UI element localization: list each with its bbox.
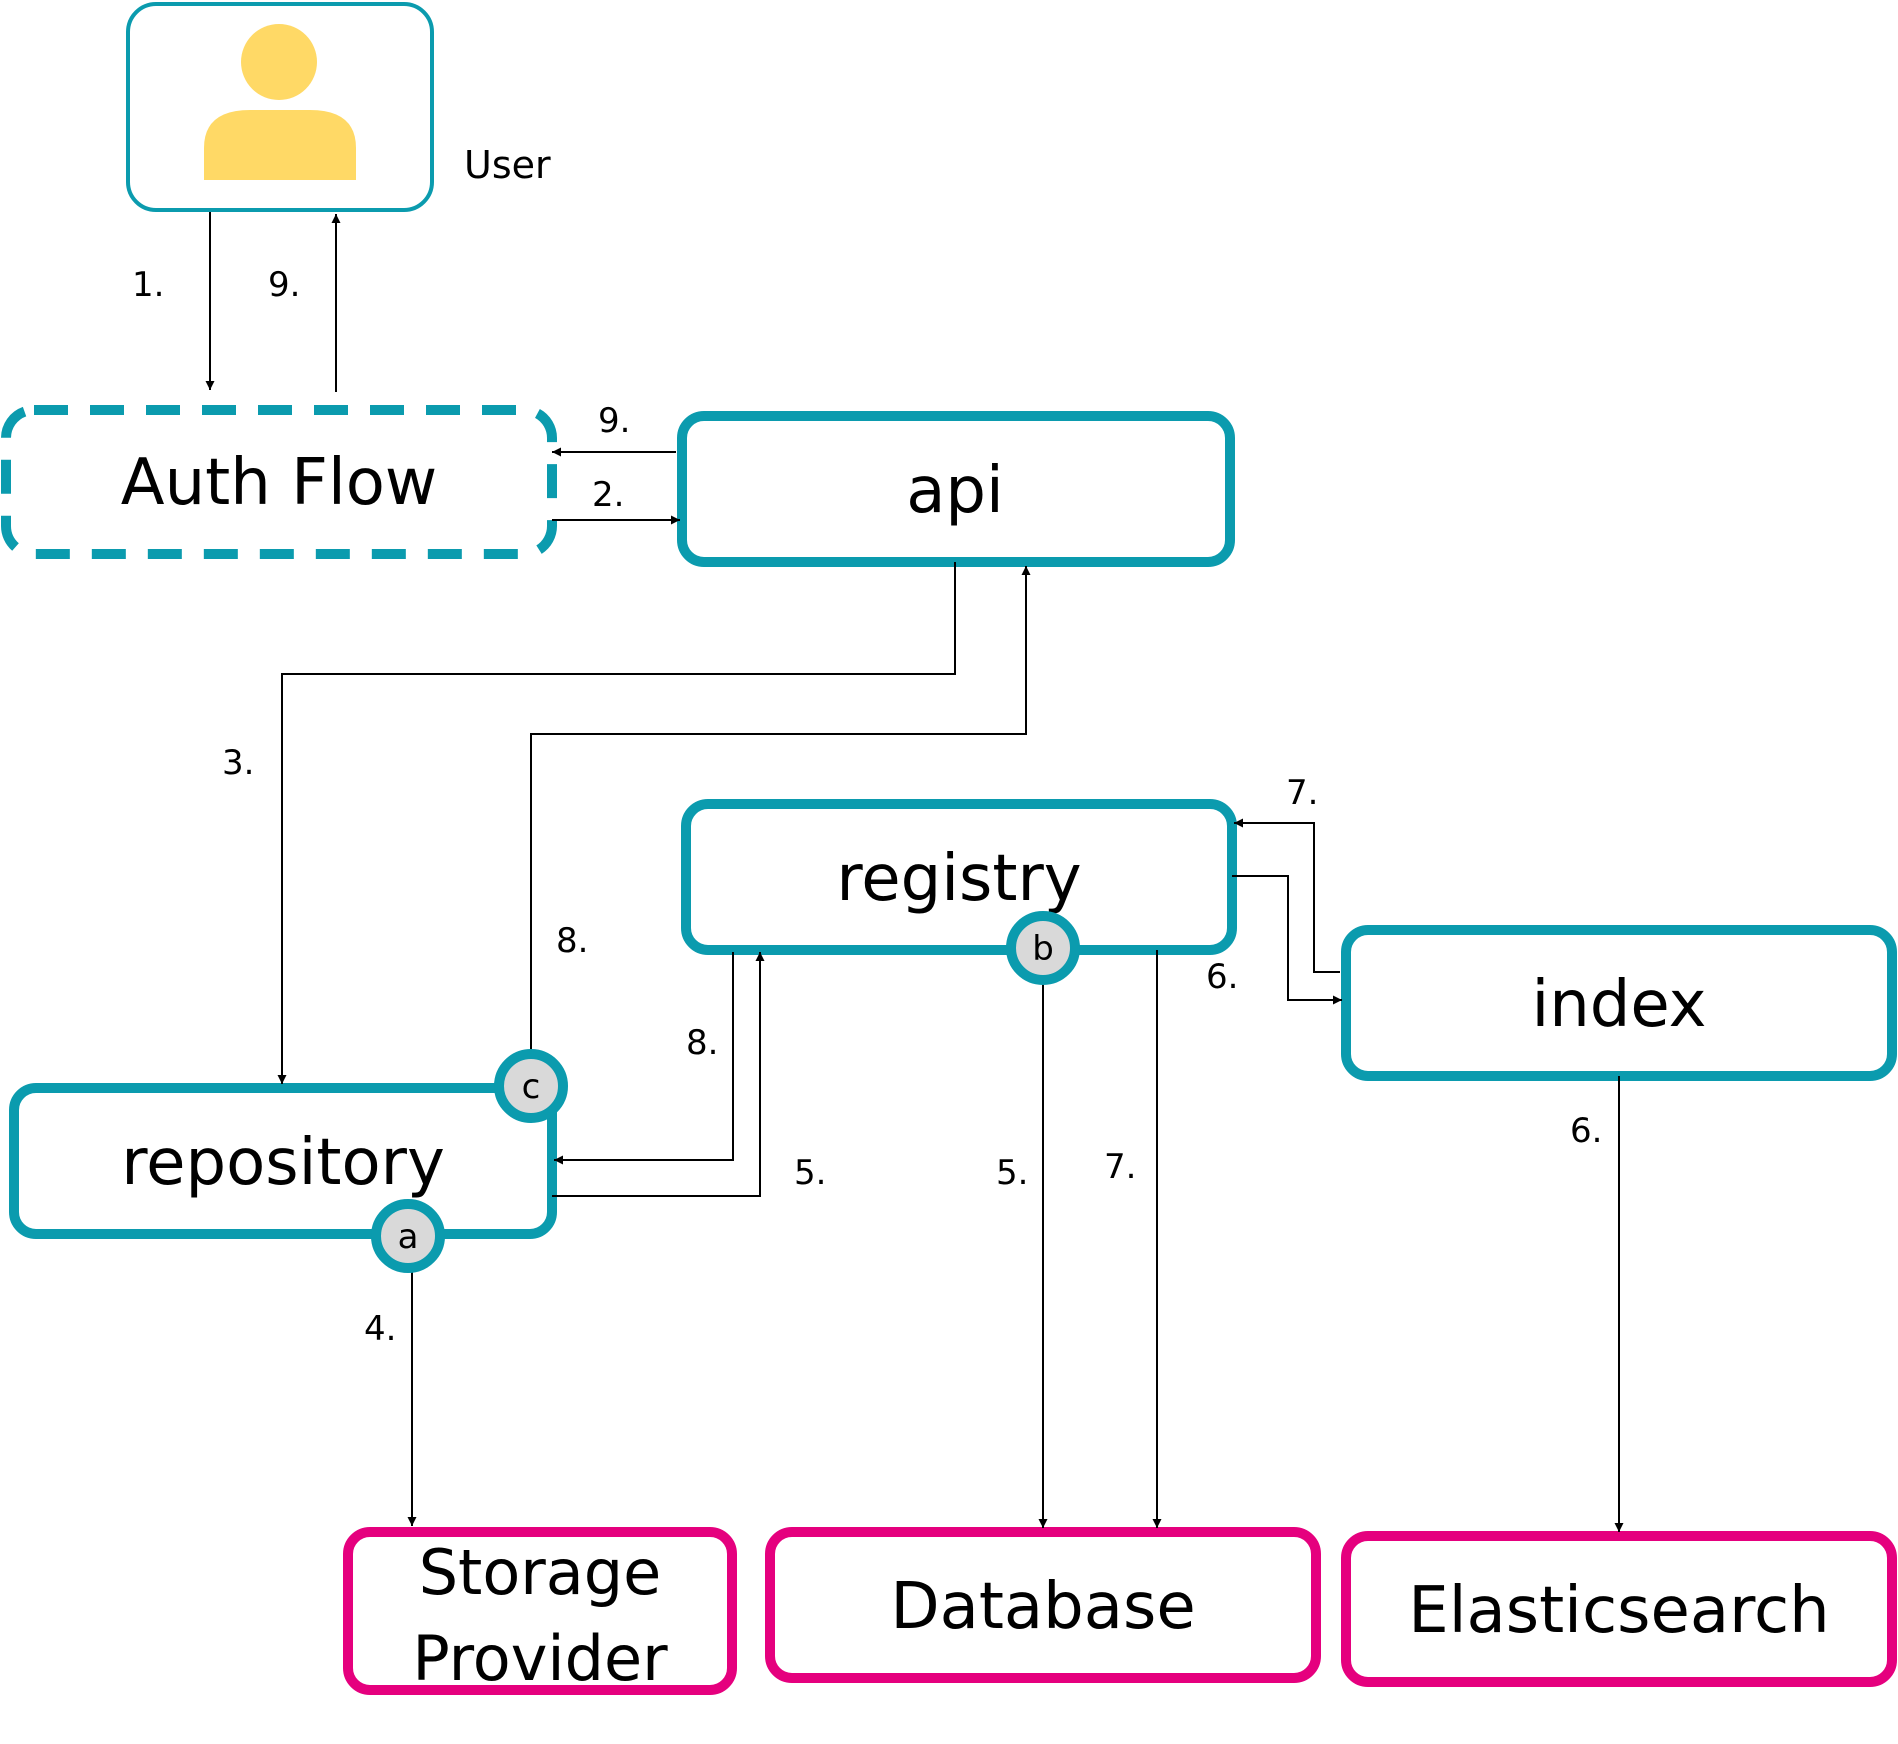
database-box[interactable]: Database <box>765 1527 1321 1683</box>
user-card <box>126 2 434 212</box>
step-label-auth-to-api: 2. <box>592 475 624 515</box>
auth-flow-box[interactable]: Auth Flow <box>1 405 557 559</box>
step-label-repository-to-api: 8. <box>556 921 588 961</box>
auth-flow-label: Auth Flow <box>121 446 437 520</box>
step-label-index-to-registry: 7. <box>1286 773 1318 813</box>
edge-registry-to-index <box>1232 875 1342 1005</box>
edge-repository-to-api <box>530 566 1031 1052</box>
storage-provider-box[interactable]: Storage Provider <box>343 1527 737 1695</box>
api-box[interactable]: api <box>677 411 1235 567</box>
elasticsearch-box[interactable]: Elasticsearch <box>1341 1531 1897 1687</box>
step-label-auth-to-user: 9. <box>268 265 300 305</box>
repository-label: repository <box>121 1126 445 1200</box>
step-label-api-to-auth: 9. <box>598 401 630 441</box>
api-label: api <box>906 454 1004 528</box>
edge-repository-to-registry <box>552 952 765 1197</box>
edge-registry-to-repository <box>554 952 734 1165</box>
step-label-repository-to-storage: 4. <box>364 1309 396 1349</box>
elasticsearch-label: Elasticsearch <box>1408 1574 1829 1648</box>
step-label-registry-to-database: 5. <box>996 1153 1028 1193</box>
repository-box[interactable]: repository <box>9 1083 557 1239</box>
step-label-registry-to-index: 6. <box>1206 957 1238 997</box>
step-label-repository-to-registry: 5. <box>794 1153 826 1193</box>
step-label-registry-to-database-2: 7. <box>1104 1147 1136 1187</box>
storage-provider-label-line2: Provider <box>412 1622 668 1695</box>
step-label-api-to-repository: 3. <box>222 743 254 783</box>
svg-text:b: b <box>1032 929 1054 969</box>
badge-c: c <box>494 1049 568 1123</box>
database-label: Database <box>890 1570 1195 1644</box>
step-label-registry-to-repository: 8. <box>686 1023 718 1063</box>
svg-text:a: a <box>398 1217 419 1257</box>
registry-label: registry <box>836 842 1081 916</box>
step-label-index-to-elasticsearch: 6. <box>1570 1111 1602 1151</box>
person-icon <box>204 24 356 180</box>
index-label: index <box>1531 968 1706 1042</box>
edge-index-to-registry <box>1234 818 1340 973</box>
index-box[interactable]: index <box>1341 925 1897 1081</box>
badge-a: a <box>371 1199 445 1273</box>
svg-text:c: c <box>522 1067 541 1107</box>
storage-provider-label-line1: Storage <box>419 1536 662 1609</box>
edge-api-to-repository <box>277 562 956 1084</box>
user-label: User <box>464 143 551 187</box>
badge-b: b <box>1006 911 1080 985</box>
registry-box[interactable]: registry <box>681 799 1237 955</box>
step-label-user-to-auth: 1. <box>132 265 164 305</box>
